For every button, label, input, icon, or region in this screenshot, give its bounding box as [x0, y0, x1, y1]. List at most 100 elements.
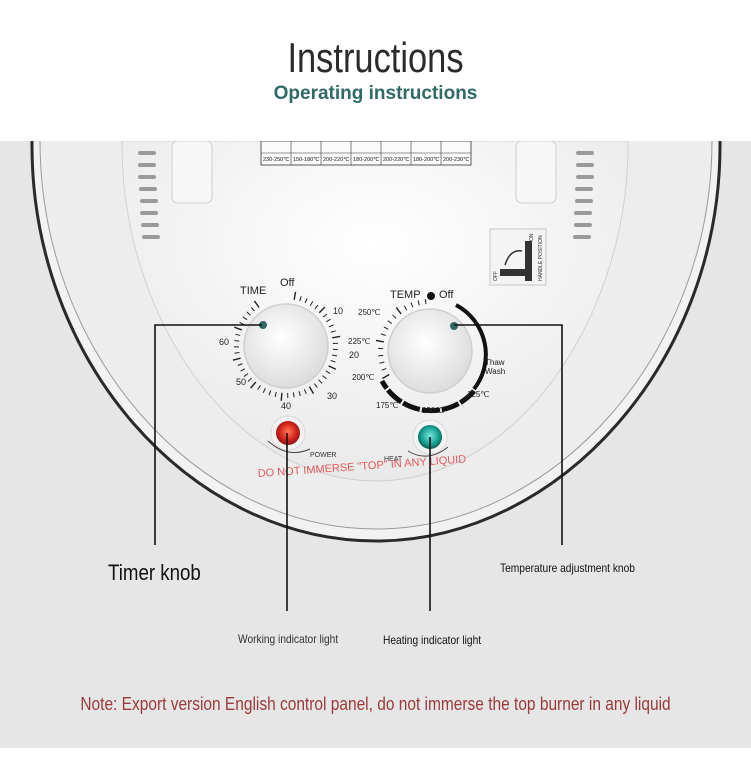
dial-tick	[232, 357, 241, 361]
dial-tick	[268, 390, 272, 396]
dial-tick	[298, 391, 301, 397]
dial-tick	[299, 296, 302, 302]
heating-light-label: Heating indicator light	[383, 633, 482, 647]
food-temp-5: 200-220℃	[383, 157, 410, 163]
food-temp-4: 180-200℃	[353, 157, 380, 163]
dial-tick	[234, 326, 243, 331]
left-vents	[138, 151, 160, 239]
temp-mark-125: 125℃	[467, 390, 489, 399]
callout-lines	[154, 324, 563, 611]
dial-tick	[328, 365, 337, 370]
dial-tick	[410, 302, 414, 308]
dial-tick	[257, 385, 261, 390]
handle-off-label: OFF	[493, 271, 499, 281]
dial-tick	[383, 326, 389, 330]
dial-tick	[250, 381, 257, 389]
dial-tick	[332, 335, 341, 339]
footer-strip	[0, 748, 751, 762]
working-indicator-light	[276, 421, 300, 445]
dial-tick	[328, 324, 334, 328]
product-photo: 230-250℃ 150-180℃ 200-220℃ 180-200℃ 200-…	[0, 141, 751, 748]
timer-knob[interactable]	[243, 303, 329, 389]
dial-tick	[308, 386, 315, 394]
dial-tick	[242, 316, 248, 321]
time-mark-30: 30	[327, 391, 337, 401]
dial-tick	[381, 367, 387, 371]
food-temp-1: 230-250℃	[263, 157, 290, 163]
time-mark-20: 20	[349, 350, 359, 360]
time-mark-50: 50	[236, 377, 246, 387]
dial-tick	[253, 300, 260, 308]
dial-tick	[237, 363, 243, 366]
handle-position-label: HANDLE POSITION	[538, 235, 544, 281]
dial-tick	[280, 392, 283, 401]
food-temp-6: 180-200℃	[413, 157, 440, 163]
food-temp-3: 200-220℃	[323, 157, 350, 163]
handle-on-label: ON	[529, 233, 535, 241]
dial-tick	[417, 300, 420, 306]
dial-tick	[243, 373, 249, 377]
dial-tick	[330, 360, 336, 363]
dial-tick	[395, 307, 402, 315]
dial-tick	[380, 333, 386, 336]
dial-tick	[292, 392, 295, 398]
temperature-knob-label: Temperature adjustment knob	[500, 561, 635, 575]
dial-tick	[387, 320, 393, 324]
temperature-knob[interactable]	[387, 308, 473, 394]
dial-tick	[379, 361, 385, 364]
time-mark-10: 10	[333, 306, 343, 316]
control-panel-illustration: 230-250℃ 150-180℃ 200-220℃ 180-200℃ 200-…	[30, 141, 722, 611]
temp-off-label: Off	[439, 289, 454, 301]
food-temp-2: 150-180℃	[293, 157, 320, 163]
time-mark-60: 60	[219, 337, 229, 347]
handle-position-sticker: HANDLE POSITION ON OFF	[489, 228, 547, 286]
dial-tick	[314, 304, 319, 310]
timer-callout-line	[154, 324, 262, 545]
dial-tick	[375, 339, 385, 343]
dial-tick	[235, 333, 241, 336]
dial-tick	[330, 330, 336, 333]
lid-body	[121, 141, 629, 482]
dial-tick	[332, 354, 338, 357]
dial-tick	[322, 313, 328, 318]
thaw-label: Thaw	[485, 358, 505, 367]
temp-thaw-arc	[455, 303, 488, 391]
dial-tick	[274, 391, 277, 397]
dial-tick	[392, 314, 397, 319]
right-handle-base	[515, 141, 557, 204]
temp-mark-200: 200℃	[352, 373, 374, 382]
page-title: Instructions	[287, 34, 464, 81]
temp-mark-225: 225℃	[348, 337, 370, 346]
power-light-group: POWER	[267, 415, 336, 459]
dial-tick	[382, 373, 390, 380]
dial-tick	[240, 368, 246, 372]
time-mark-40: 40	[281, 401, 291, 411]
food-temp-7: 200-230℃	[443, 157, 470, 163]
timer-dial: TIME Off 10 20 30 40 50 60	[219, 277, 359, 411]
working-light-label: Working indicator light	[238, 632, 339, 646]
time-scale-ticks	[232, 291, 341, 401]
time-off-label: Off	[280, 277, 295, 289]
page-subtitle: Operating instructions	[273, 83, 478, 104]
dial-tick	[234, 352, 240, 354]
dial-tick	[309, 301, 314, 306]
right-vents	[573, 151, 594, 239]
food-chart-table: 230-250℃ 150-180℃ 200-220℃ 180-200℃ 200-…	[260, 141, 472, 166]
dial-tick	[326, 318, 331, 323]
temp-label: TEMP	[390, 289, 421, 301]
dial-tick	[325, 370, 331, 374]
time-label: TIME	[240, 285, 266, 297]
temperature-knob-indicator	[450, 322, 458, 330]
header: Instructions Operating instructions	[0, 0, 751, 141]
temp-mark-250: 250℃	[358, 308, 380, 317]
dial-tick	[318, 306, 326, 314]
note-text: Note: Export version English control pan…	[80, 694, 671, 714]
dial-tick	[250, 307, 255, 312]
dial-tick	[322, 375, 327, 380]
dial-tick	[304, 298, 308, 304]
arrow-icon	[504, 250, 523, 266]
temp-range-arc	[379, 379, 476, 414]
left-handle-base	[171, 141, 213, 204]
timer-knob-indicator	[259, 321, 267, 329]
temp-off-dot	[427, 292, 435, 300]
